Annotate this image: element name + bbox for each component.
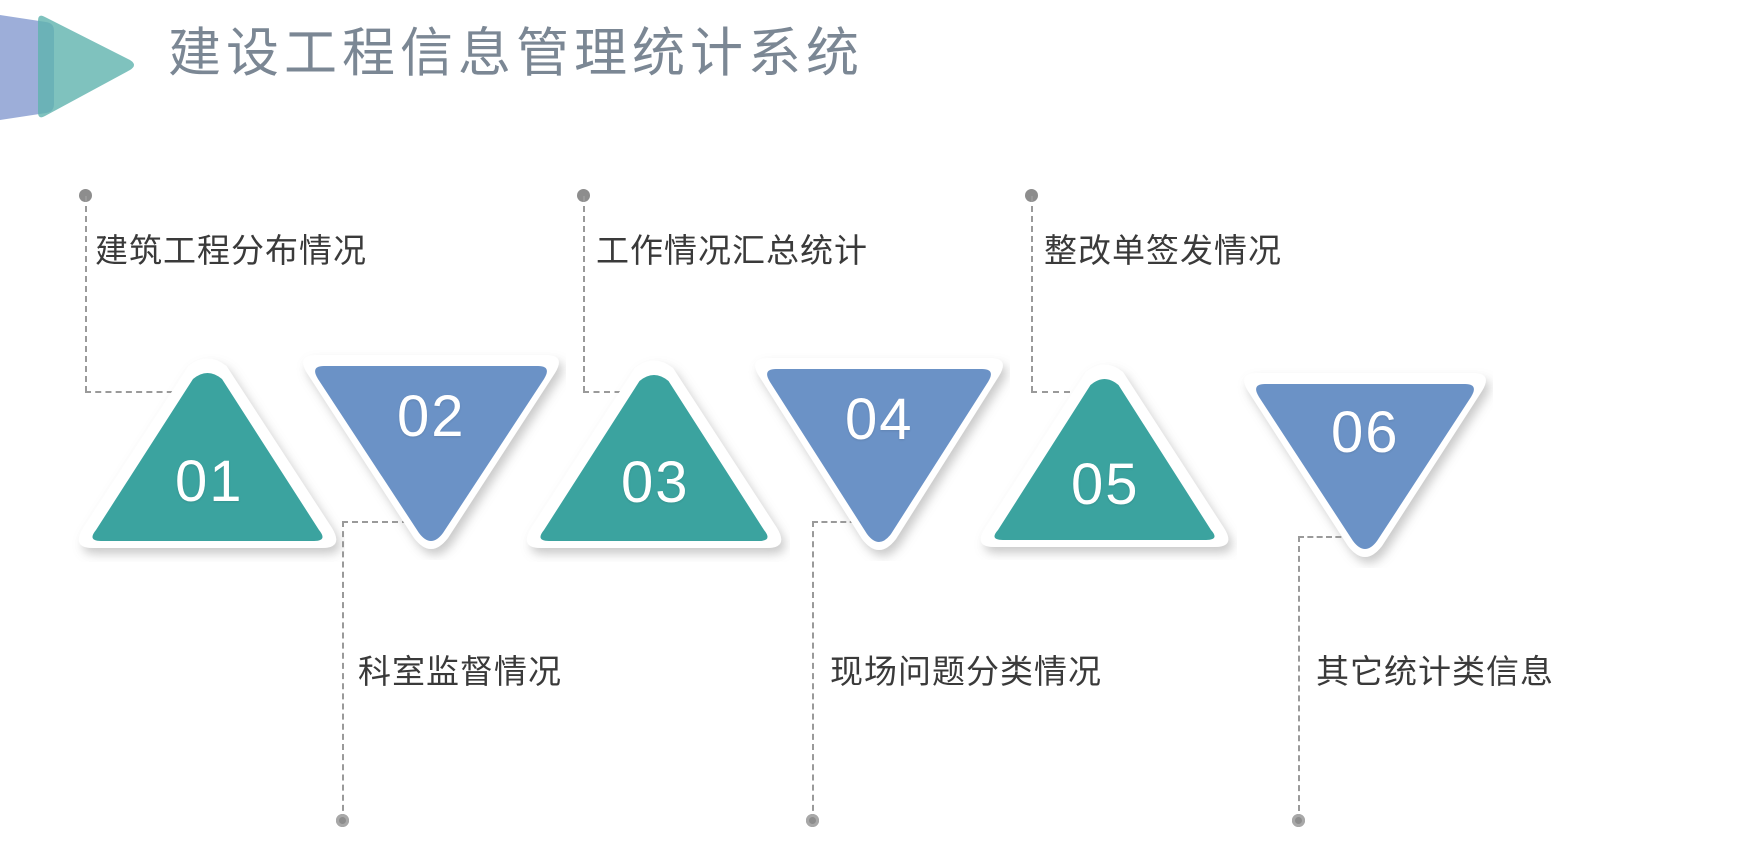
triangle-02[interactable]: 02	[296, 348, 566, 565]
connector-dot-01	[79, 189, 92, 202]
label-01: 建筑工程分布情况	[95, 232, 367, 269]
label-02: 科室监督情况	[358, 653, 562, 690]
connector-vline-04	[812, 521, 814, 821]
triangle-number-06: 06	[1331, 400, 1400, 465]
triangle-number-03: 03	[621, 450, 690, 515]
triangle-04[interactable]: 04	[748, 351, 1010, 566]
label-04: 现场问题分类情况	[830, 653, 1102, 690]
label-06: 其它统计类信息	[1316, 653, 1554, 690]
connector-dot-05	[1025, 189, 1038, 202]
triangle-06[interactable]: 06	[1237, 366, 1493, 573]
triangle-number-01: 01	[175, 449, 244, 514]
play-triangle-logo	[0, 12, 150, 122]
triangle-05[interactable]: 05	[972, 358, 1237, 565]
connector-dot-03	[577, 189, 590, 202]
connector-dot-06	[1292, 814, 1305, 827]
connector-dot-04	[806, 814, 819, 827]
connector-dot-02	[336, 814, 349, 827]
triangle-03[interactable]: 03	[518, 354, 790, 567]
page-header: 建设工程信息管理统计系统	[0, 0, 1740, 135]
triangle-01[interactable]: 01	[70, 352, 345, 567]
label-05: 整改单签发情况	[1044, 232, 1282, 269]
connector-vline-06	[1298, 536, 1300, 821]
triangle-number-05: 05	[1071, 452, 1140, 517]
page-title: 建设工程信息管理统计系统	[168, 24, 864, 83]
triangle-number-02: 02	[397, 384, 466, 449]
triangle-number-04: 04	[845, 387, 914, 452]
label-03: 工作情况汇总统计	[596, 232, 868, 269]
